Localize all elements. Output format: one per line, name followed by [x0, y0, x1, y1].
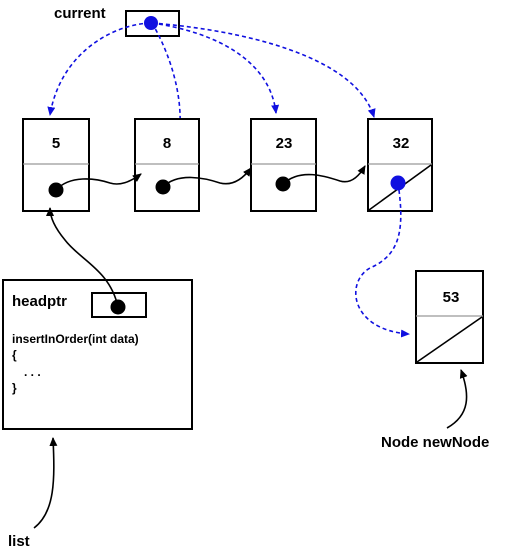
current-arrow-to-node-32	[151, 22, 376, 118]
current-arrow-to-node-23	[151, 22, 280, 114]
node-5: 5	[22, 118, 90, 212]
current-label: current	[54, 5, 106, 22]
current-arrow-to-node-8	[151, 22, 185, 128]
next-pointer-arrows	[55, 165, 366, 191]
current-arrow-to-node-5	[47, 22, 151, 116]
current-pointer-dot	[144, 16, 158, 30]
node-8-value: 8	[163, 135, 171, 152]
arrow-node-8-to-node-23	[162, 167, 252, 188]
arrow-node-32-to-new-node	[355, 182, 410, 338]
node-23-value: 23	[276, 135, 293, 152]
node-32-value: 32	[393, 135, 410, 152]
code-ellipsis: . . .	[24, 365, 41, 379]
node-8: 8	[134, 118, 200, 212]
arrow-node-23-to-node-32	[282, 165, 366, 185]
new-node-53: 53	[415, 270, 484, 364]
method-signature: insertInOrder(int data)	[12, 332, 139, 346]
new-node-value: 53	[443, 289, 460, 306]
current-pointer-box	[125, 10, 180, 37]
node-32: 32	[367, 118, 433, 212]
arrow-new-node-label	[446, 369, 468, 429]
arrow-node-5-to-node-8	[55, 173, 142, 191]
new-node-label: Node newNode	[381, 434, 489, 451]
headptr-label: headptr	[12, 293, 67, 310]
open-brace: {	[12, 348, 17, 362]
list-object-box: headptr insertInOrder(int data) { . . . …	[2, 279, 193, 430]
node-5-value: 5	[52, 135, 60, 152]
node-23: 23	[250, 118, 317, 212]
list-label: list	[8, 533, 30, 550]
current-arrows	[47, 22, 376, 128]
close-brace: }	[12, 381, 17, 395]
arrow-headptr-to-node-5	[46, 207, 119, 308]
arrow-list-label	[33, 437, 58, 529]
